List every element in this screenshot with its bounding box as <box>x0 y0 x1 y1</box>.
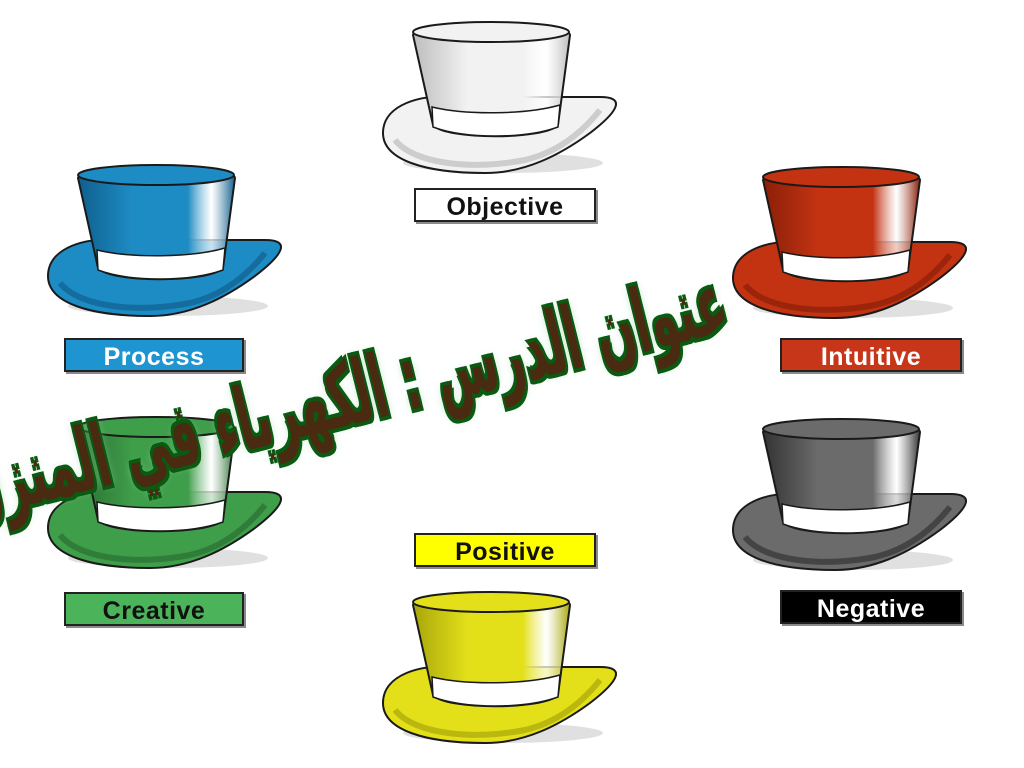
overlay-title: عنوان الدرس : الكهرباء في المنزل <box>0 250 738 541</box>
hat-intuitive-icon <box>725 160 975 325</box>
hat-creative-icon <box>40 410 290 575</box>
label-intuitive: Intuitive <box>780 338 962 372</box>
label-negative: Negative <box>780 590 962 624</box>
label-process: Process <box>64 338 244 372</box>
label-positive: Positive <box>414 533 596 567</box>
label-objective: Objective <box>414 188 596 222</box>
hat-positive-icon <box>375 585 625 750</box>
hat-negative-icon <box>725 412 975 577</box>
hat-process-icon <box>40 158 290 323</box>
hat-objective-icon <box>375 15 625 180</box>
label-creative: Creative <box>64 592 244 626</box>
